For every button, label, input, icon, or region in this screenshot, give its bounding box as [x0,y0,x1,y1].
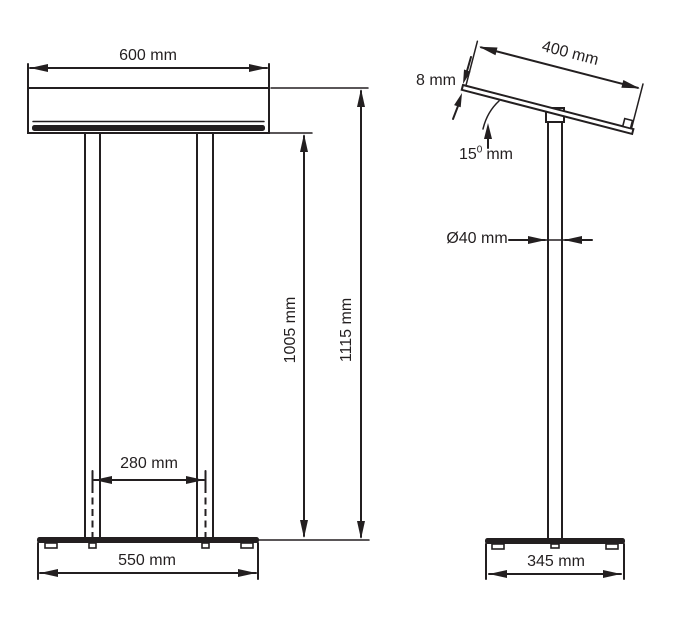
dim-label-base-depth: 345 mm [527,553,585,570]
dim-345 [488,570,622,578]
ext-line-400-right [630,83,644,132]
front-base-slot-left [44,542,58,549]
dim-400 [479,46,640,89]
front-view-drawing [27,63,370,580]
dim-label-post-height: 1005 mm [282,296,299,364]
side-top-board [460,83,635,136]
side-base-slot-left [491,543,505,550]
dim-15 [484,123,492,149]
front-base-stud-left [88,542,97,549]
angle-arc [482,100,500,130]
side-board-end-stop [621,117,634,130]
dim-40 [508,236,593,244]
dim-1005 [300,134,308,538]
dim-label-base-width: 550 mm [118,552,176,569]
ext-line-400-left [464,40,479,89]
dim-label-post-spacing: 280 mm [120,455,178,472]
dim-label-top-width: 600 mm [119,47,177,64]
side-top-board-group [460,40,644,136]
dim-600 [27,63,270,89]
side-base-stud-center [550,543,560,549]
front-post-left [84,132,101,539]
side-view-drawing [452,40,644,580]
side-base-top [485,538,625,544]
dim-label-overall-height: 1115 mm [338,297,355,363]
front-top-shelf-underside [32,125,265,131]
front-base-slot-right [240,542,254,549]
front-base-stud-right [201,542,210,549]
dim-8 [452,56,472,120]
angle-value: 15 [458,146,477,163]
angle-superscript: 0 [476,144,483,156]
side-post [547,121,563,539]
angle-unit: mm [486,146,514,163]
front-base-top [37,537,259,543]
dim-550 [39,569,257,577]
dim-label-post-diameter: Ø40 mm [446,230,508,247]
side-base-slot-right [605,543,619,550]
dim-label-top-thickness: 8 mm [416,72,456,89]
dim-1115 [357,89,365,539]
dim-280 [91,470,207,490]
front-post-right [196,132,214,539]
